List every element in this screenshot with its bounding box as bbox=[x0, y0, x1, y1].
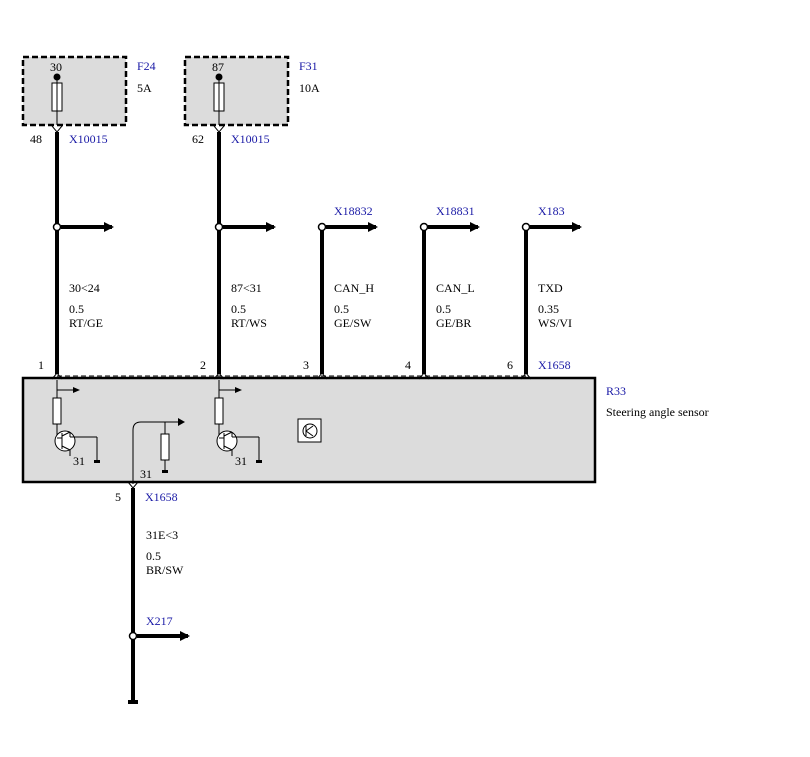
splice-node bbox=[521, 222, 531, 232]
wire-6[interactable]: X183 TXD 0.35 WS/VI 6 bbox=[507, 204, 582, 374]
splice-node bbox=[128, 631, 138, 641]
wire-gauge: 0.5 bbox=[436, 302, 451, 316]
fuse-rating: 10A bbox=[299, 81, 320, 95]
module-pin: 3 bbox=[303, 358, 309, 372]
wire-3[interactable]: X18832 CAN_H 0.5 GE/SW 3 bbox=[303, 204, 378, 374]
connector-chevron-icon bbox=[213, 125, 225, 133]
module-pin: 4 bbox=[405, 358, 411, 372]
splice-node bbox=[52, 222, 62, 232]
splice-node bbox=[214, 222, 224, 232]
fuse-f24[interactable]: 30 F24 5A bbox=[21, 55, 156, 127]
wire-5[interactable]: 5 X1658 31E<3 0.5 BR/SW X217 bbox=[115, 488, 190, 704]
wire-dest: X183 bbox=[538, 204, 565, 218]
module-name: Steering angle sensor bbox=[606, 405, 709, 419]
wire-color: WS/VI bbox=[538, 316, 572, 330]
fuse-box bbox=[183, 55, 290, 127]
connector-label: X10015 bbox=[69, 132, 108, 146]
module-ref: R33 bbox=[606, 384, 626, 398]
wire-circuit: CAN_H bbox=[334, 281, 374, 295]
wire-color: GE/BR bbox=[436, 316, 471, 330]
wire-color: BR/SW bbox=[146, 563, 184, 577]
wire-1[interactable]: 30<24 0.5 RT/GE 1 bbox=[38, 132, 114, 374]
fuse-ref: F24 bbox=[137, 59, 156, 73]
wire-gauge: 0.5 bbox=[146, 549, 161, 563]
fuse-pin-label: 30 bbox=[50, 60, 62, 74]
module-r33[interactable]: 31 31 bbox=[21, 372, 597, 489]
fuse-f31[interactable]: 87 F31 10A bbox=[183, 55, 320, 127]
sensor-icon bbox=[297, 418, 322, 443]
fuse-ref: F31 bbox=[299, 59, 318, 73]
wire-dest: X18832 bbox=[334, 204, 373, 218]
wire-2[interactable]: 87<31 0.5 RT/WS 2 bbox=[200, 132, 276, 374]
wire-4[interactable]: X18831 CAN_L 0.5 GE/BR 4 bbox=[405, 204, 480, 374]
module-pin: 6 bbox=[507, 358, 513, 372]
splice-node bbox=[317, 222, 327, 232]
module-pin: 5 bbox=[115, 490, 121, 504]
fuse-pin-label: 87 bbox=[212, 60, 224, 74]
fuse-out-pin: 48 bbox=[30, 132, 42, 146]
fuse-out-pin: 62 bbox=[192, 132, 204, 146]
connector-label: X10015 bbox=[231, 132, 270, 146]
wire-circuit: 30<24 bbox=[69, 281, 100, 295]
wire-color: RT/GE bbox=[69, 316, 103, 330]
wire-color: GE/SW bbox=[334, 316, 372, 330]
wire-circuit: TXD bbox=[538, 281, 563, 295]
ground-label: 31 bbox=[73, 454, 85, 468]
fuse-box bbox=[21, 55, 128, 127]
wire-circuit: 31E<3 bbox=[146, 528, 178, 542]
wire-circuit: 87<31 bbox=[231, 281, 262, 295]
resistor-ground-icon bbox=[132, 418, 185, 484]
wire-dest: X18831 bbox=[436, 204, 475, 218]
wire-gauge: 0.5 bbox=[231, 302, 246, 316]
splice-node bbox=[419, 222, 429, 232]
wire-circuit: CAN_L bbox=[436, 281, 475, 295]
module-connector-label: X1658 bbox=[538, 358, 571, 372]
ground-label: 31 bbox=[140, 467, 152, 481]
connector-chevron-icon bbox=[51, 372, 532, 380]
wire-gauge: 0.5 bbox=[69, 302, 84, 316]
wire-dest: X217 bbox=[146, 614, 173, 628]
ground-terminal-icon bbox=[128, 700, 138, 704]
wire-gauge: 0.5 bbox=[334, 302, 349, 316]
transistor-circuit-icon bbox=[214, 380, 262, 463]
wire-gauge: 0.35 bbox=[538, 302, 559, 316]
wire-color: RT/WS bbox=[231, 316, 267, 330]
module-pin: 1 bbox=[38, 358, 44, 372]
connector-chevron-icon bbox=[51, 125, 63, 133]
connector-label: X1658 bbox=[145, 490, 178, 504]
fuse-rating: 5A bbox=[137, 81, 152, 95]
transistor-circuit-icon bbox=[52, 380, 100, 463]
module-pin: 2 bbox=[200, 358, 206, 372]
ground-label: 31 bbox=[235, 454, 247, 468]
